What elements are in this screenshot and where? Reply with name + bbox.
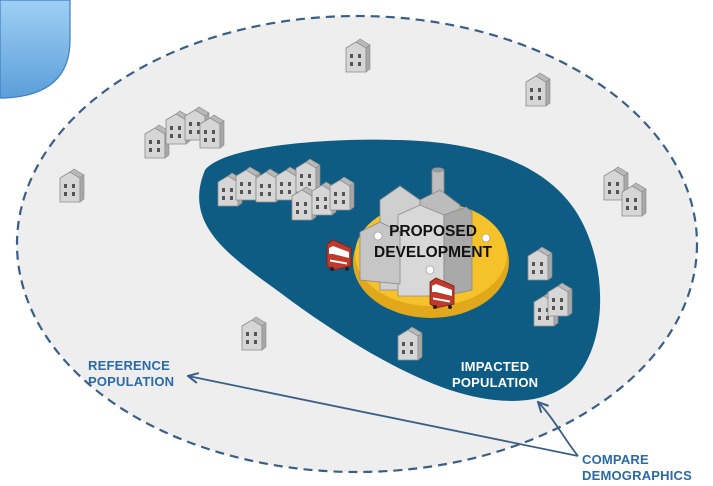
arrow-icon (538, 402, 579, 457)
impacted-population-label: IMPACTED POPULATION (452, 359, 539, 390)
proposed-development-label: PROPOSED DEVELOPMENT (374, 223, 492, 261)
corner-circle (0, 0, 71, 99)
arrow-icon (188, 376, 579, 457)
compare-demographics-label: COMPARE DEMOGRAPHICS (582, 452, 693, 483)
reference-population-label: REFERENCE POPULATION (88, 358, 175, 389)
